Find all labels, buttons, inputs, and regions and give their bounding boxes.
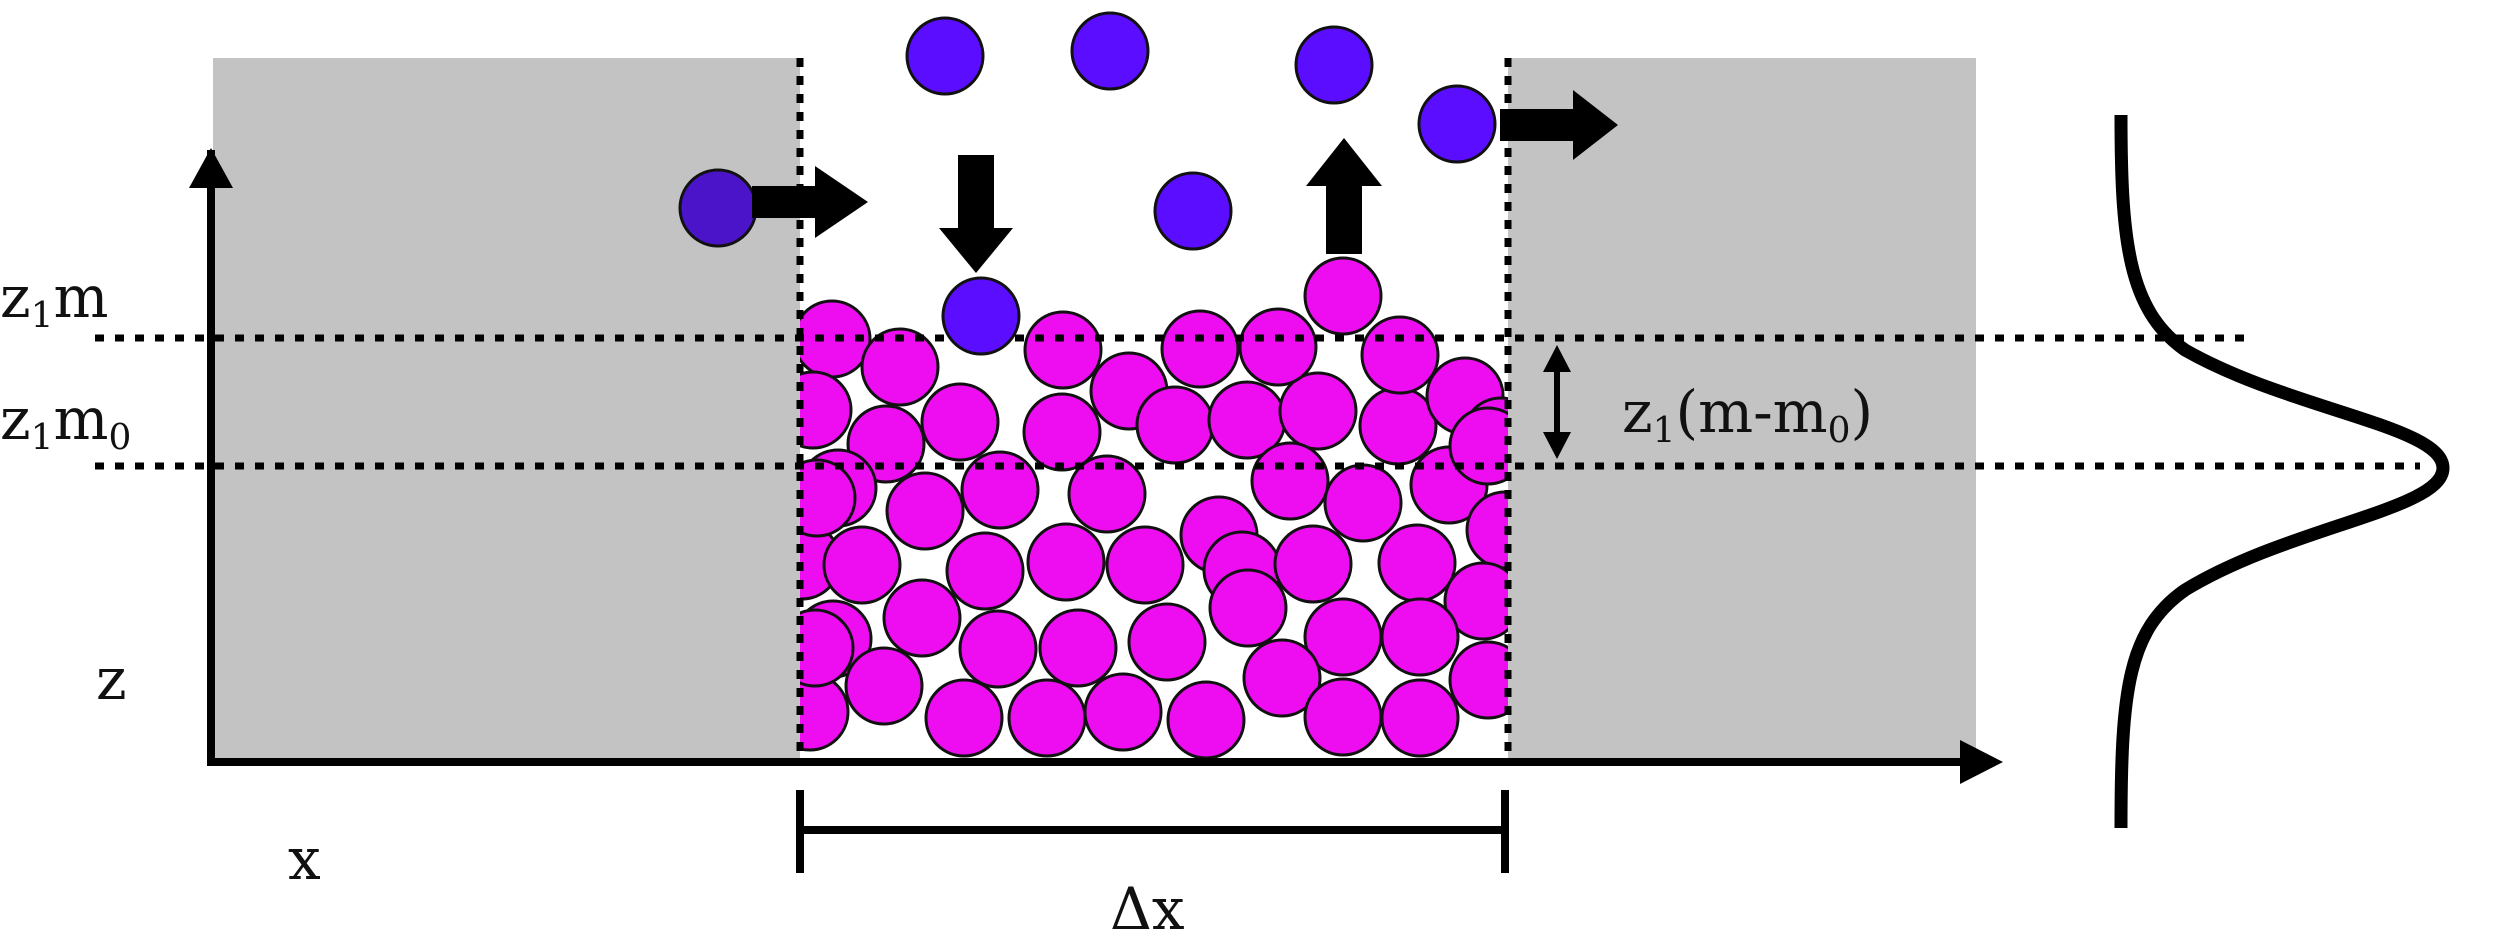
packed-particle (1067, 454, 1147, 534)
packed-particle (885, 471, 965, 551)
packed-particle (920, 382, 1000, 462)
packed-particle (1377, 523, 1457, 603)
packed-particle (1380, 678, 1460, 758)
packed-particle (1250, 441, 1330, 521)
label-z1m0: z1m0 (0, 385, 132, 459)
packed-particle (1026, 522, 1106, 602)
packed-particle (1238, 307, 1318, 387)
packed-particle (800, 458, 857, 538)
packed-particle (1303, 256, 1383, 336)
packed-particles (800, 256, 1508, 760)
arrow-up-icon (1306, 138, 1382, 254)
packed-particle (882, 578, 962, 658)
packed-particle (1278, 371, 1358, 451)
double-arrow-icon (1543, 345, 1571, 459)
packed-particle (945, 531, 1025, 611)
free-particles (678, 11, 1497, 356)
arrow-down-icon (939, 155, 1013, 273)
arrow-right-icon (1500, 90, 1618, 160)
packed-particle (1007, 678, 1087, 758)
free-particle (1417, 84, 1497, 164)
packed-particle (1242, 638, 1322, 718)
free-particle (1153, 171, 1233, 251)
gaussian-profile-curve (2114, 114, 2450, 829)
label-z1-m-minus-m0: z1(m-m0) (1622, 378, 1874, 452)
free-particle (905, 16, 985, 96)
packed-particle (1380, 597, 1460, 677)
packed-particle (1323, 463, 1403, 543)
z-axis-label: z (96, 645, 127, 713)
free-particle (678, 168, 758, 248)
free-particle (1070, 11, 1150, 91)
packed-particle (844, 646, 924, 726)
packed-particle (800, 370, 853, 450)
packed-particle (1360, 315, 1440, 395)
x-axis-label: x (288, 825, 321, 893)
packed-particle (1166, 680, 1246, 760)
packed-particle (860, 327, 940, 407)
left-grey-region (213, 58, 800, 760)
packed-particle (1083, 672, 1163, 752)
packed-particle (1022, 392, 1102, 472)
packed-particle (1038, 608, 1118, 688)
packed-particle (1208, 568, 1288, 648)
packed-particle (960, 450, 1040, 530)
packed-particle (1303, 677, 1383, 757)
packed-particle (1273, 524, 1353, 604)
packed-particle (1448, 406, 1508, 486)
free-particle (941, 276, 1021, 356)
right-grey-region (1508, 58, 1976, 760)
x-axis-arrowhead (1960, 740, 2003, 784)
delta-x-label: Δx (1110, 875, 1185, 943)
packed-particle (1448, 640, 1508, 720)
z-axis-arrowhead (189, 148, 233, 188)
packed-particle (822, 525, 902, 605)
arrow-right-icon (752, 166, 868, 238)
packed-particle (1358, 386, 1438, 466)
packed-particle (1160, 309, 1240, 389)
packed-particle (1023, 310, 1103, 390)
packed-particle (924, 678, 1004, 758)
packed-particle (1443, 561, 1508, 641)
packed-particle (800, 608, 855, 688)
packed-particle (958, 609, 1038, 689)
label-z1m: z1m (0, 263, 109, 337)
packed-particle (1135, 385, 1215, 465)
packed-particle (1105, 525, 1185, 605)
free-particle (1294, 25, 1374, 105)
packed-particle (1127, 602, 1207, 682)
